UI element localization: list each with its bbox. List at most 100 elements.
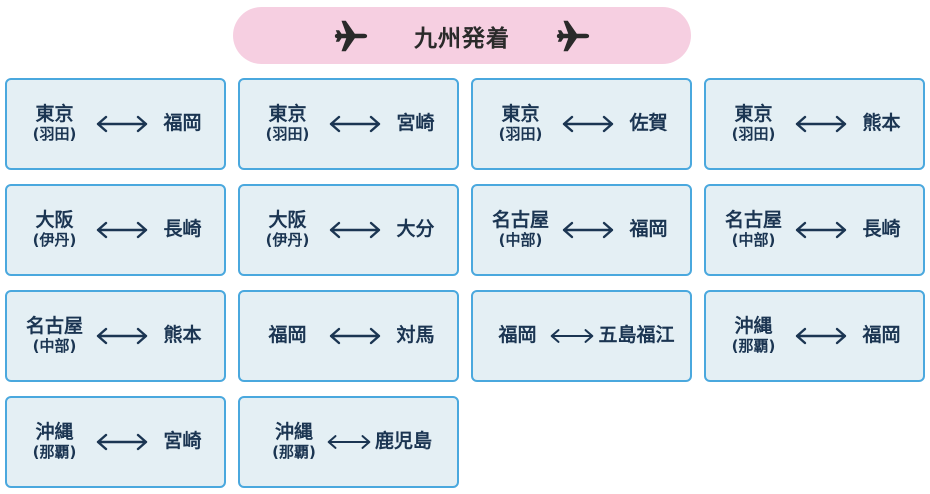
origin-name: 東京 xyxy=(35,103,74,126)
origin-airport: (伊丹) xyxy=(265,231,310,250)
origin-airport: (羽田) xyxy=(265,125,310,144)
origin-name: 大阪 xyxy=(35,209,74,232)
route-card: 東京(羽田) 佐賀 xyxy=(471,78,692,170)
destination-city: 大分 xyxy=(393,218,439,241)
bidirectional-arrow-icon xyxy=(562,114,614,134)
destination-name: 長崎 xyxy=(862,218,901,241)
origin-name: 沖縄 xyxy=(35,421,74,444)
origin-name: 東京 xyxy=(501,103,540,126)
bidirectional-arrow-icon xyxy=(327,432,371,452)
destination-name: 熊本 xyxy=(163,324,202,347)
origin-airport: (中部) xyxy=(731,231,776,250)
route-card: 沖縄(那覇) 鹿児島 xyxy=(238,396,459,488)
destination-city: 福岡 xyxy=(626,218,672,241)
origin-airport: (中部) xyxy=(32,337,77,356)
header-banner: 九州発着 xyxy=(233,7,691,64)
destination-name: 宮崎 xyxy=(396,112,435,135)
bidirectional-arrow-icon xyxy=(550,326,594,346)
origin-city: 名古屋(中部) xyxy=(725,210,783,249)
route-card: 沖縄(那覇) 福岡 xyxy=(704,290,925,382)
origin-airport: (伊丹) xyxy=(32,231,77,250)
route-card: 福岡 対馬 xyxy=(238,290,459,382)
destination-city: 宮崎 xyxy=(393,112,439,135)
destination-name: 鹿児島 xyxy=(374,430,432,453)
bidirectional-arrow-icon xyxy=(96,220,148,240)
origin-name: 沖縄 xyxy=(274,421,313,444)
destination-city: 佐賀 xyxy=(626,112,672,135)
airplane-icon xyxy=(332,17,370,55)
origin-name: 福岡 xyxy=(498,324,537,347)
route-card: 名古屋(中部) 福岡 xyxy=(471,184,692,276)
bidirectional-arrow-icon xyxy=(329,220,381,240)
route-card: 大阪(伊丹) 長崎 xyxy=(5,184,226,276)
origin-city: 東京(羽田) xyxy=(26,104,84,143)
origin-city: 大阪(伊丹) xyxy=(26,210,84,249)
destination-name: 五島福江 xyxy=(598,324,675,347)
route-card: 大阪(伊丹) 大分 xyxy=(238,184,459,276)
origin-city: 沖縄(那覇) xyxy=(26,422,84,461)
destination-city: 福岡 xyxy=(859,324,905,347)
destination-city: 宮崎 xyxy=(160,430,206,453)
page-title: 九州発着 xyxy=(414,25,510,52)
bidirectional-arrow-icon xyxy=(96,326,148,346)
route-card: 名古屋(中部) 熊本 xyxy=(5,290,226,382)
destination-city: 長崎 xyxy=(160,218,206,241)
bidirectional-arrow-icon xyxy=(96,114,148,134)
origin-city: 東京(羽田) xyxy=(259,104,317,143)
origin-name: 大阪 xyxy=(268,209,307,232)
destination-city: 対馬 xyxy=(393,324,439,347)
destination-name: 対馬 xyxy=(396,324,435,347)
destination-name: 福岡 xyxy=(163,112,202,135)
origin-city: 名古屋(中部) xyxy=(26,316,84,355)
bidirectional-arrow-icon xyxy=(795,220,847,240)
origin-airport: (那覇) xyxy=(731,337,776,356)
origin-name: 名古屋 xyxy=(724,209,782,232)
origin-city: 東京(羽田) xyxy=(725,104,783,143)
origin-city: 大阪(伊丹) xyxy=(259,210,317,249)
origin-airport: (羽田) xyxy=(731,125,776,144)
destination-name: 福岡 xyxy=(862,324,901,347)
bidirectional-arrow-icon xyxy=(329,326,381,346)
origin-airport: (羽田) xyxy=(32,125,77,144)
destination-city: 熊本 xyxy=(160,324,206,347)
destination-name: 熊本 xyxy=(862,112,901,135)
origin-city: 沖縄(那覇) xyxy=(725,316,783,355)
origin-name: 福岡 xyxy=(268,324,307,347)
destination-name: 宮崎 xyxy=(163,430,202,453)
origin-airport: (那覇) xyxy=(272,443,316,462)
origin-airport: (中部) xyxy=(498,231,543,250)
origin-city: 名古屋(中部) xyxy=(492,210,550,249)
origin-airport: (那覇) xyxy=(32,443,77,462)
origin-name: 名古屋 xyxy=(25,315,83,338)
origin-city: 沖縄(那覇) xyxy=(265,422,323,461)
route-card: 福岡 五島福江 xyxy=(471,290,692,382)
origin-city: 福岡 xyxy=(259,324,317,347)
bidirectional-arrow-icon xyxy=(795,326,847,346)
bidirectional-arrow-icon xyxy=(329,114,381,134)
bidirectional-arrow-icon xyxy=(96,432,148,452)
destination-name: 長崎 xyxy=(163,218,202,241)
route-card: 東京(羽田) 福岡 xyxy=(5,78,226,170)
route-card: 東京(羽田) 熊本 xyxy=(704,78,925,170)
route-card: 東京(羽田) 宮崎 xyxy=(238,78,459,170)
route-card: 名古屋(中部) 長崎 xyxy=(704,184,925,276)
destination-city: 五島福江 xyxy=(598,324,675,347)
destination-city: 熊本 xyxy=(859,112,905,135)
origin-name: 東京 xyxy=(268,103,307,126)
destination-city: 福岡 xyxy=(160,112,206,135)
destination-city: 鹿児島 xyxy=(374,430,432,453)
route-grid: 東京(羽田)福岡東京(羽田)宮崎東京(羽田)佐賀東京(羽田)熊本大阪(伊丹)長崎… xyxy=(5,78,925,488)
origin-airport: (羽田) xyxy=(498,125,543,144)
bidirectional-arrow-icon xyxy=(562,220,614,240)
destination-name: 福岡 xyxy=(629,218,668,241)
origin-name: 東京 xyxy=(734,103,773,126)
destination-name: 大分 xyxy=(396,218,435,241)
origin-name: 沖縄 xyxy=(734,315,773,338)
route-card: 沖縄(那覇) 宮崎 xyxy=(5,396,226,488)
airplane-icon xyxy=(554,17,592,55)
origin-city: 東京(羽田) xyxy=(492,104,550,143)
bidirectional-arrow-icon xyxy=(795,114,847,134)
origin-name: 名古屋 xyxy=(491,209,549,232)
origin-city: 福岡 xyxy=(488,324,546,347)
destination-city: 長崎 xyxy=(859,218,905,241)
